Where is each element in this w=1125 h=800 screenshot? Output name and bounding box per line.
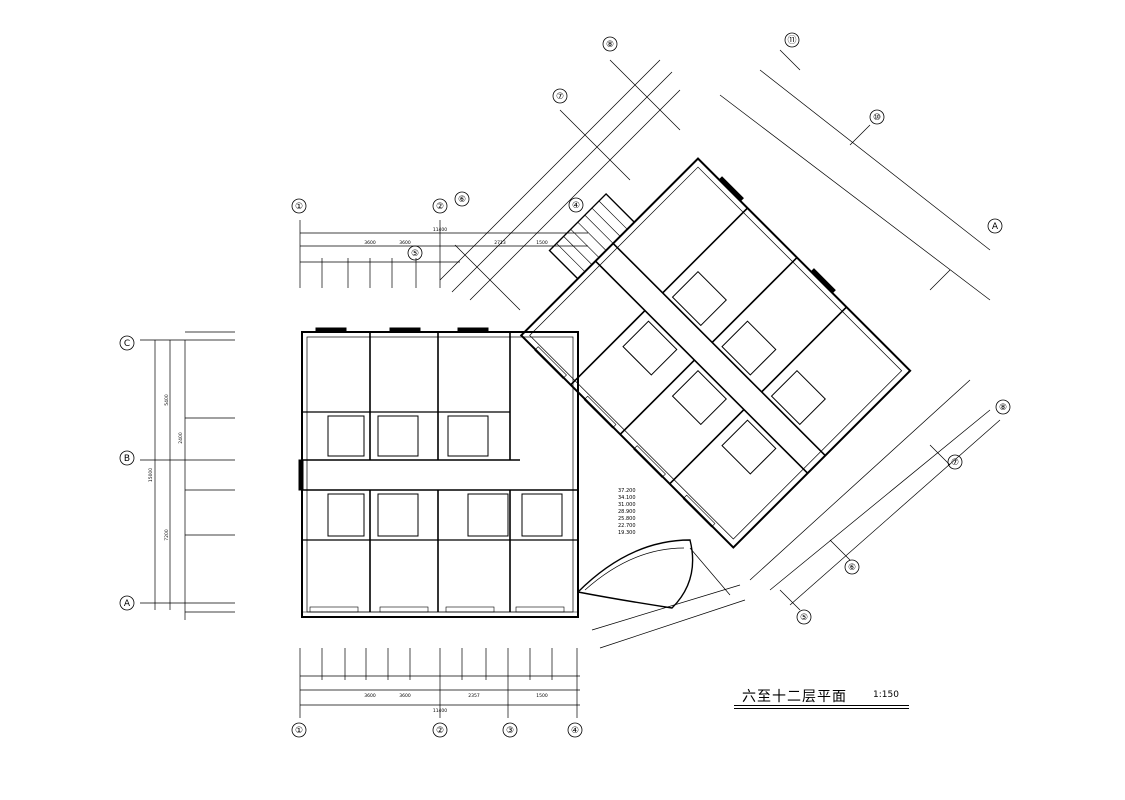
elevation-value: 34.100: [618, 495, 636, 501]
grid-label: ①: [295, 726, 303, 736]
grid-label: A: [124, 599, 131, 609]
grid-label: ⑦: [556, 92, 564, 102]
grid-label: C: [124, 339, 130, 349]
bottom-dimension-lines: [299, 648, 580, 718]
top-total-dim: 11400: [433, 227, 447, 233]
grid-label: ①: [295, 202, 303, 212]
left-building-block: [298, 327, 579, 618]
grid-label: ⑥: [848, 563, 856, 573]
grid-label: B: [124, 454, 130, 464]
top-seg-dim: 3600: [364, 240, 376, 246]
title-underline: [734, 705, 909, 706]
grid-label: ⑥: [458, 195, 466, 205]
grid-label: ②: [436, 202, 444, 212]
diagonal-dimensions-upper-right: [719, 49, 991, 301]
top-seg-dim: 2713: [494, 240, 506, 246]
elevation-value: 22.700: [618, 523, 636, 529]
grid-label: ③: [506, 726, 514, 736]
diagonal-dimensions-lower-right: [749, 379, 1001, 611]
top-dimension-lines: [299, 220, 588, 288]
title-underline-thin: [734, 708, 909, 709]
left-total-dim: 15000: [148, 468, 154, 482]
grid-label: ④: [571, 726, 579, 736]
elevation-value: 19.300: [618, 530, 636, 536]
dimension-texts: 11400 11400 3600 3600 2713 1500 3600 360…: [148, 227, 548, 714]
elevation-value: 37.200: [618, 488, 636, 494]
grid-label: ④: [572, 201, 580, 211]
grid-label: ②: [436, 726, 444, 736]
bottom-total-dim: 11400: [433, 708, 447, 714]
grid-label: ⑧: [606, 40, 614, 50]
bottom-seg-dim: 3600: [399, 693, 411, 699]
grid-bubble-circles: [119, 32, 1011, 738]
elevation-value: 25.800: [618, 516, 636, 522]
grid-label: A: [992, 222, 999, 232]
top-seg-dim: 1500: [536, 240, 548, 246]
left-dimension-lines: [140, 331, 235, 620]
rotated-building-wing: [519, 157, 912, 549]
grid-label: ⑤: [411, 249, 419, 259]
top-seg-dim: 3600: [399, 240, 411, 246]
elevation-list: 37.200 34.100 31.000 28.900 25.800 22.70…: [618, 488, 636, 536]
bottom-seg-dim: 1500: [536, 693, 548, 699]
drawing-title: 六至十二层平面: [742, 689, 847, 705]
bottom-seg-dim: 2357: [468, 693, 480, 699]
diagonal-dimensions-upper-left: [439, 59, 681, 311]
curved-balcony: [577, 539, 694, 609]
elevation-value: 31.000: [618, 502, 636, 508]
grid-label: ⑩: [873, 113, 881, 123]
drawing-scale: 1:150: [873, 690, 899, 700]
left-seg-dim: 2400: [178, 432, 184, 444]
grid-label: ⑤: [800, 613, 808, 623]
grid-label: ⑧: [999, 403, 1007, 413]
left-seg-dim: 7200: [164, 529, 170, 541]
bottom-seg-dim: 3600: [364, 693, 376, 699]
grid-label: ⑦: [951, 458, 959, 468]
elevation-value: 28.900: [618, 509, 636, 515]
left-seg-dim: 5400: [164, 394, 170, 406]
grid-label: ⑪: [787, 35, 796, 46]
grid-bubble-labels: ① ② ③ ④ ① ② C B A ⑧ ⑦ ⑥ ⑤ ④ ⑪ ⑩ A ⑧ ⑦ ⑥ …: [124, 35, 1007, 736]
